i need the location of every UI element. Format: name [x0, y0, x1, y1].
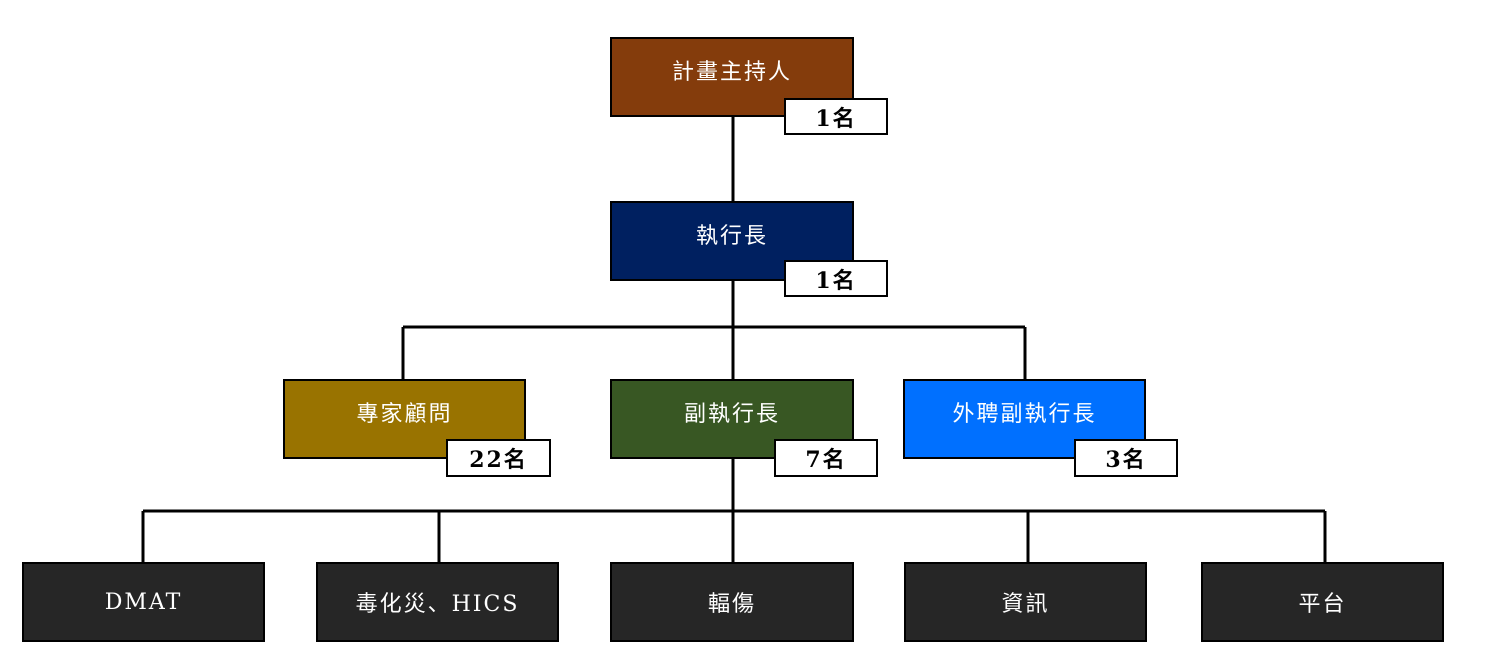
node-team-information-label: 資訊: [1001, 592, 1050, 617]
node-team-platform: 平台: [1201, 562, 1444, 642]
count-external-deputy-director: 3名: [1074, 439, 1178, 477]
count-principal-investigator: 1名: [784, 98, 888, 135]
count-deputy-director: 7名: [774, 439, 878, 477]
node-expert-advisors-label: 專家顧問: [356, 402, 453, 427]
node-team-dmat: DMAT: [22, 562, 265, 642]
count-executive-director: 1名: [784, 260, 888, 297]
node-team-toxic-hics: 毒化災、HICS: [316, 562, 559, 642]
node-principal-investigator-label: 計畫主持人: [671, 60, 792, 85]
count-expert-advisors: 22名: [446, 439, 551, 477]
node-external-deputy-director-label: 外聘副執行長: [952, 402, 1097, 427]
node-deputy-director-label: 副執行長: [683, 402, 780, 427]
node-executive-director-label: 執行長: [695, 224, 768, 249]
node-team-dmat-label: DMAT: [104, 589, 183, 615]
node-team-platform-label: 平台: [1298, 592, 1347, 617]
node-team-radiation: 輻傷: [610, 562, 854, 642]
node-team-information: 資訊: [904, 562, 1147, 642]
node-team-radiation-label: 輻傷: [707, 592, 756, 617]
node-team-toxic-hics-label: 毒化災、HICS: [355, 592, 520, 617]
